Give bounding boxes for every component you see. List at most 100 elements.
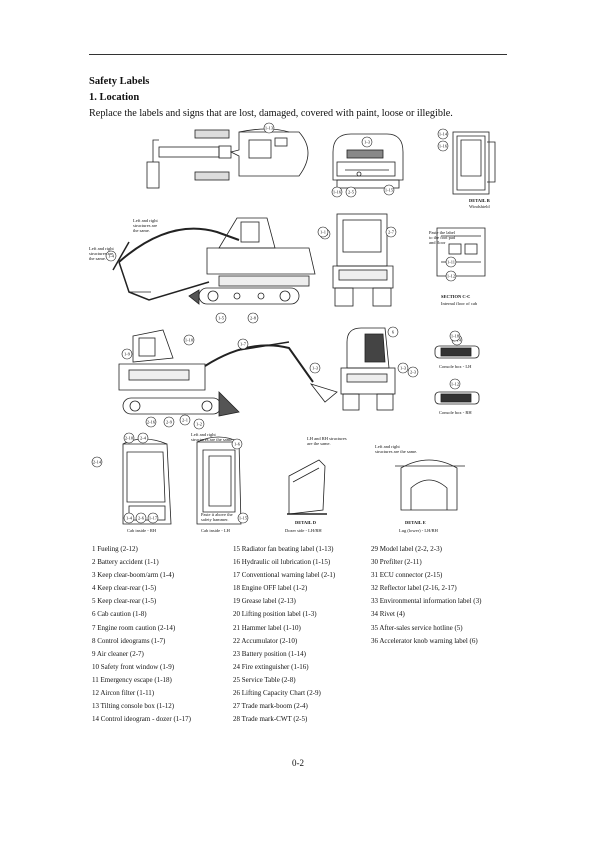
legend-item: 34 Rivet (4) xyxy=(371,610,405,619)
svg-text:1-15: 1-15 xyxy=(239,516,248,521)
svg-text:1-9: 1-9 xyxy=(124,352,131,357)
callout-17: 1-18 xyxy=(449,330,461,342)
svg-text:1-4: 1-4 xyxy=(126,516,133,521)
callout-22: 1-3 xyxy=(309,362,321,374)
svg-text:1-12: 1-12 xyxy=(451,382,459,387)
legend-item: 28 Trade mark-CWT (2-5) xyxy=(233,715,308,724)
detail-e-title: DETAIL E xyxy=(405,520,426,525)
note-left-3: the same. xyxy=(133,228,150,233)
legend-item: 21 Hammer label (1-10) xyxy=(233,623,301,632)
legend-item: 3 Keep clear-boom/arm (1-4) xyxy=(92,571,175,580)
legend-item: 24 Fire extinguisher (1-16) xyxy=(233,662,309,671)
cab-inside-lh xyxy=(196,436,242,525)
callout-35: 2-14 xyxy=(91,456,103,468)
svg-text:1-4: 1-4 xyxy=(108,254,115,259)
svg-text:2-8: 2-8 xyxy=(250,316,257,321)
svg-text:2-3: 2-3 xyxy=(410,370,417,375)
detail-b-windshield xyxy=(452,131,496,195)
note-left-1: Left and right xyxy=(133,218,158,223)
callout-19: 1-9 xyxy=(121,348,133,360)
callout-36: 6 xyxy=(387,326,399,338)
excavator-side-view-left xyxy=(118,329,338,417)
note-paste-1: Paste the label xyxy=(429,230,456,235)
legend-item: 31 ECU connector (2-15) xyxy=(371,571,443,580)
svg-text:1-15: 1-15 xyxy=(385,188,394,193)
safety-label-location-figure: 1-13 1-3 1-14 1-16 2-5 1-15 1-4 1-8 2-7 … xyxy=(89,122,496,533)
callout-1: 1-13 xyxy=(263,122,275,134)
note-left-b2: structures are xyxy=(89,251,113,256)
section-title: Safety Labels xyxy=(89,76,150,87)
svg-text:1-3: 1-3 xyxy=(364,140,371,145)
note-left-2: structures are xyxy=(133,223,157,228)
section-cc-title: SECTION C-C xyxy=(441,294,470,299)
callout-34: 1-15 xyxy=(237,512,249,524)
legend-item: 33 Environmental information label (3) xyxy=(371,597,482,606)
legend-item: 5 Keep clear-rear (1-5) xyxy=(92,597,157,606)
legend-item: 23 Battery position (1-14) xyxy=(233,649,306,658)
callout-11: 1-11 xyxy=(445,256,457,268)
svg-text:1-16: 1-16 xyxy=(439,144,448,149)
callout-14: 2-8 xyxy=(247,312,259,324)
legend-item: 14 Control ideogram - dozer (1-17) xyxy=(92,715,191,724)
callout-6: 1-15 xyxy=(383,184,395,196)
callout-13: 1-5 xyxy=(215,312,227,324)
paste-above-2: safety hammer. xyxy=(201,517,229,522)
cab-inside-lh-label: Cab inside - LH xyxy=(201,528,231,533)
excavator-rear-view-lower xyxy=(340,327,396,411)
svg-text:1-6: 1-6 xyxy=(234,442,241,447)
svg-text:1-16: 1-16 xyxy=(333,190,342,195)
callout-4: 1-16 xyxy=(437,140,449,152)
svg-text:1-7: 1-7 xyxy=(240,342,247,347)
detail-b-caption: Windshield xyxy=(469,204,490,209)
note-paste-2: to the foot pad xyxy=(429,235,456,240)
legend-item: 2 Battery accident (1-1) xyxy=(92,558,159,567)
detail-d-caption: Dozer side - LH/RH xyxy=(285,528,322,533)
legend-item: 8 Control ideograms (1-7) xyxy=(92,636,166,645)
legend-column-3: 29 Model label (2-2, 2-3) 30 Prefilter (… xyxy=(371,543,481,648)
paste-above-1: Paste it above the xyxy=(201,512,233,517)
legend-item: 6 Cab caution (1-8) xyxy=(92,610,147,619)
legend-item: 27 Trade mark-boom (2-4) xyxy=(233,702,308,711)
detail-e-note-2: structures are the same. xyxy=(375,449,417,454)
callout-30: 2-4 xyxy=(137,432,149,444)
console-lh-label: Console box - LH xyxy=(439,364,472,369)
intro-text: Replace the labels and signs that are lo… xyxy=(89,108,453,119)
console-box-rh xyxy=(434,391,480,405)
detail-b-title: DETAIL B xyxy=(469,198,490,203)
page-number: 0-2 xyxy=(292,758,304,768)
legend-item: 18 Engine OFF label (1-2) xyxy=(233,584,308,593)
callout-20: 1-10 xyxy=(183,334,195,346)
detail-e-caption: Lug (lower) - LH/RH xyxy=(399,528,439,533)
svg-text:1-3: 1-3 xyxy=(400,366,407,371)
callout-32: 2-6 xyxy=(135,512,147,524)
svg-text:2-1: 2-1 xyxy=(182,418,188,423)
callout-15: 1-1 xyxy=(317,226,329,238)
detail-e-lug xyxy=(395,459,465,511)
excavator-rear-view-middle xyxy=(332,213,394,307)
section-cc-floor xyxy=(436,227,486,277)
note-left-b1: Left and right xyxy=(89,246,114,251)
detail-d-note-2: are the same. xyxy=(307,441,331,446)
legend-column-1: 1 Fueling (2-12) 2 Battery accident (1-1… xyxy=(92,543,191,726)
callout-33: 1-17 xyxy=(147,512,159,524)
callout-18: 1-12 xyxy=(449,378,461,390)
legend-item: 20 Lifting position label (1-3) xyxy=(233,610,317,619)
svg-text:1-2: 1-2 xyxy=(196,422,202,427)
svg-text:2-14: 2-14 xyxy=(93,460,102,465)
callout-2: 1-3 xyxy=(361,136,373,148)
legend-item: 13 Tilting console box (1-12) xyxy=(92,702,175,711)
callout-26: 2-9 xyxy=(163,416,175,428)
console-box-lh xyxy=(434,345,480,359)
callout-23: 1-3 xyxy=(397,362,409,374)
svg-text:1-5: 1-5 xyxy=(218,316,225,321)
legend-item: 17 Conventional warning label (2-1) xyxy=(233,571,336,580)
svg-text:2-9: 2-9 xyxy=(166,420,173,425)
callout-21: 1-7 xyxy=(237,338,249,350)
callout-28: 1-2 xyxy=(193,418,205,430)
note-left-b3: the same. xyxy=(89,256,106,261)
legend-column-2: 15 Radiator fan beating label (1-13) 16 … xyxy=(233,543,335,726)
callout-5: 2-5 xyxy=(345,186,357,198)
svg-text:1-13: 1-13 xyxy=(265,126,274,131)
callout-29: 2-10 xyxy=(123,432,135,444)
svg-text:1-10: 1-10 xyxy=(185,338,194,343)
